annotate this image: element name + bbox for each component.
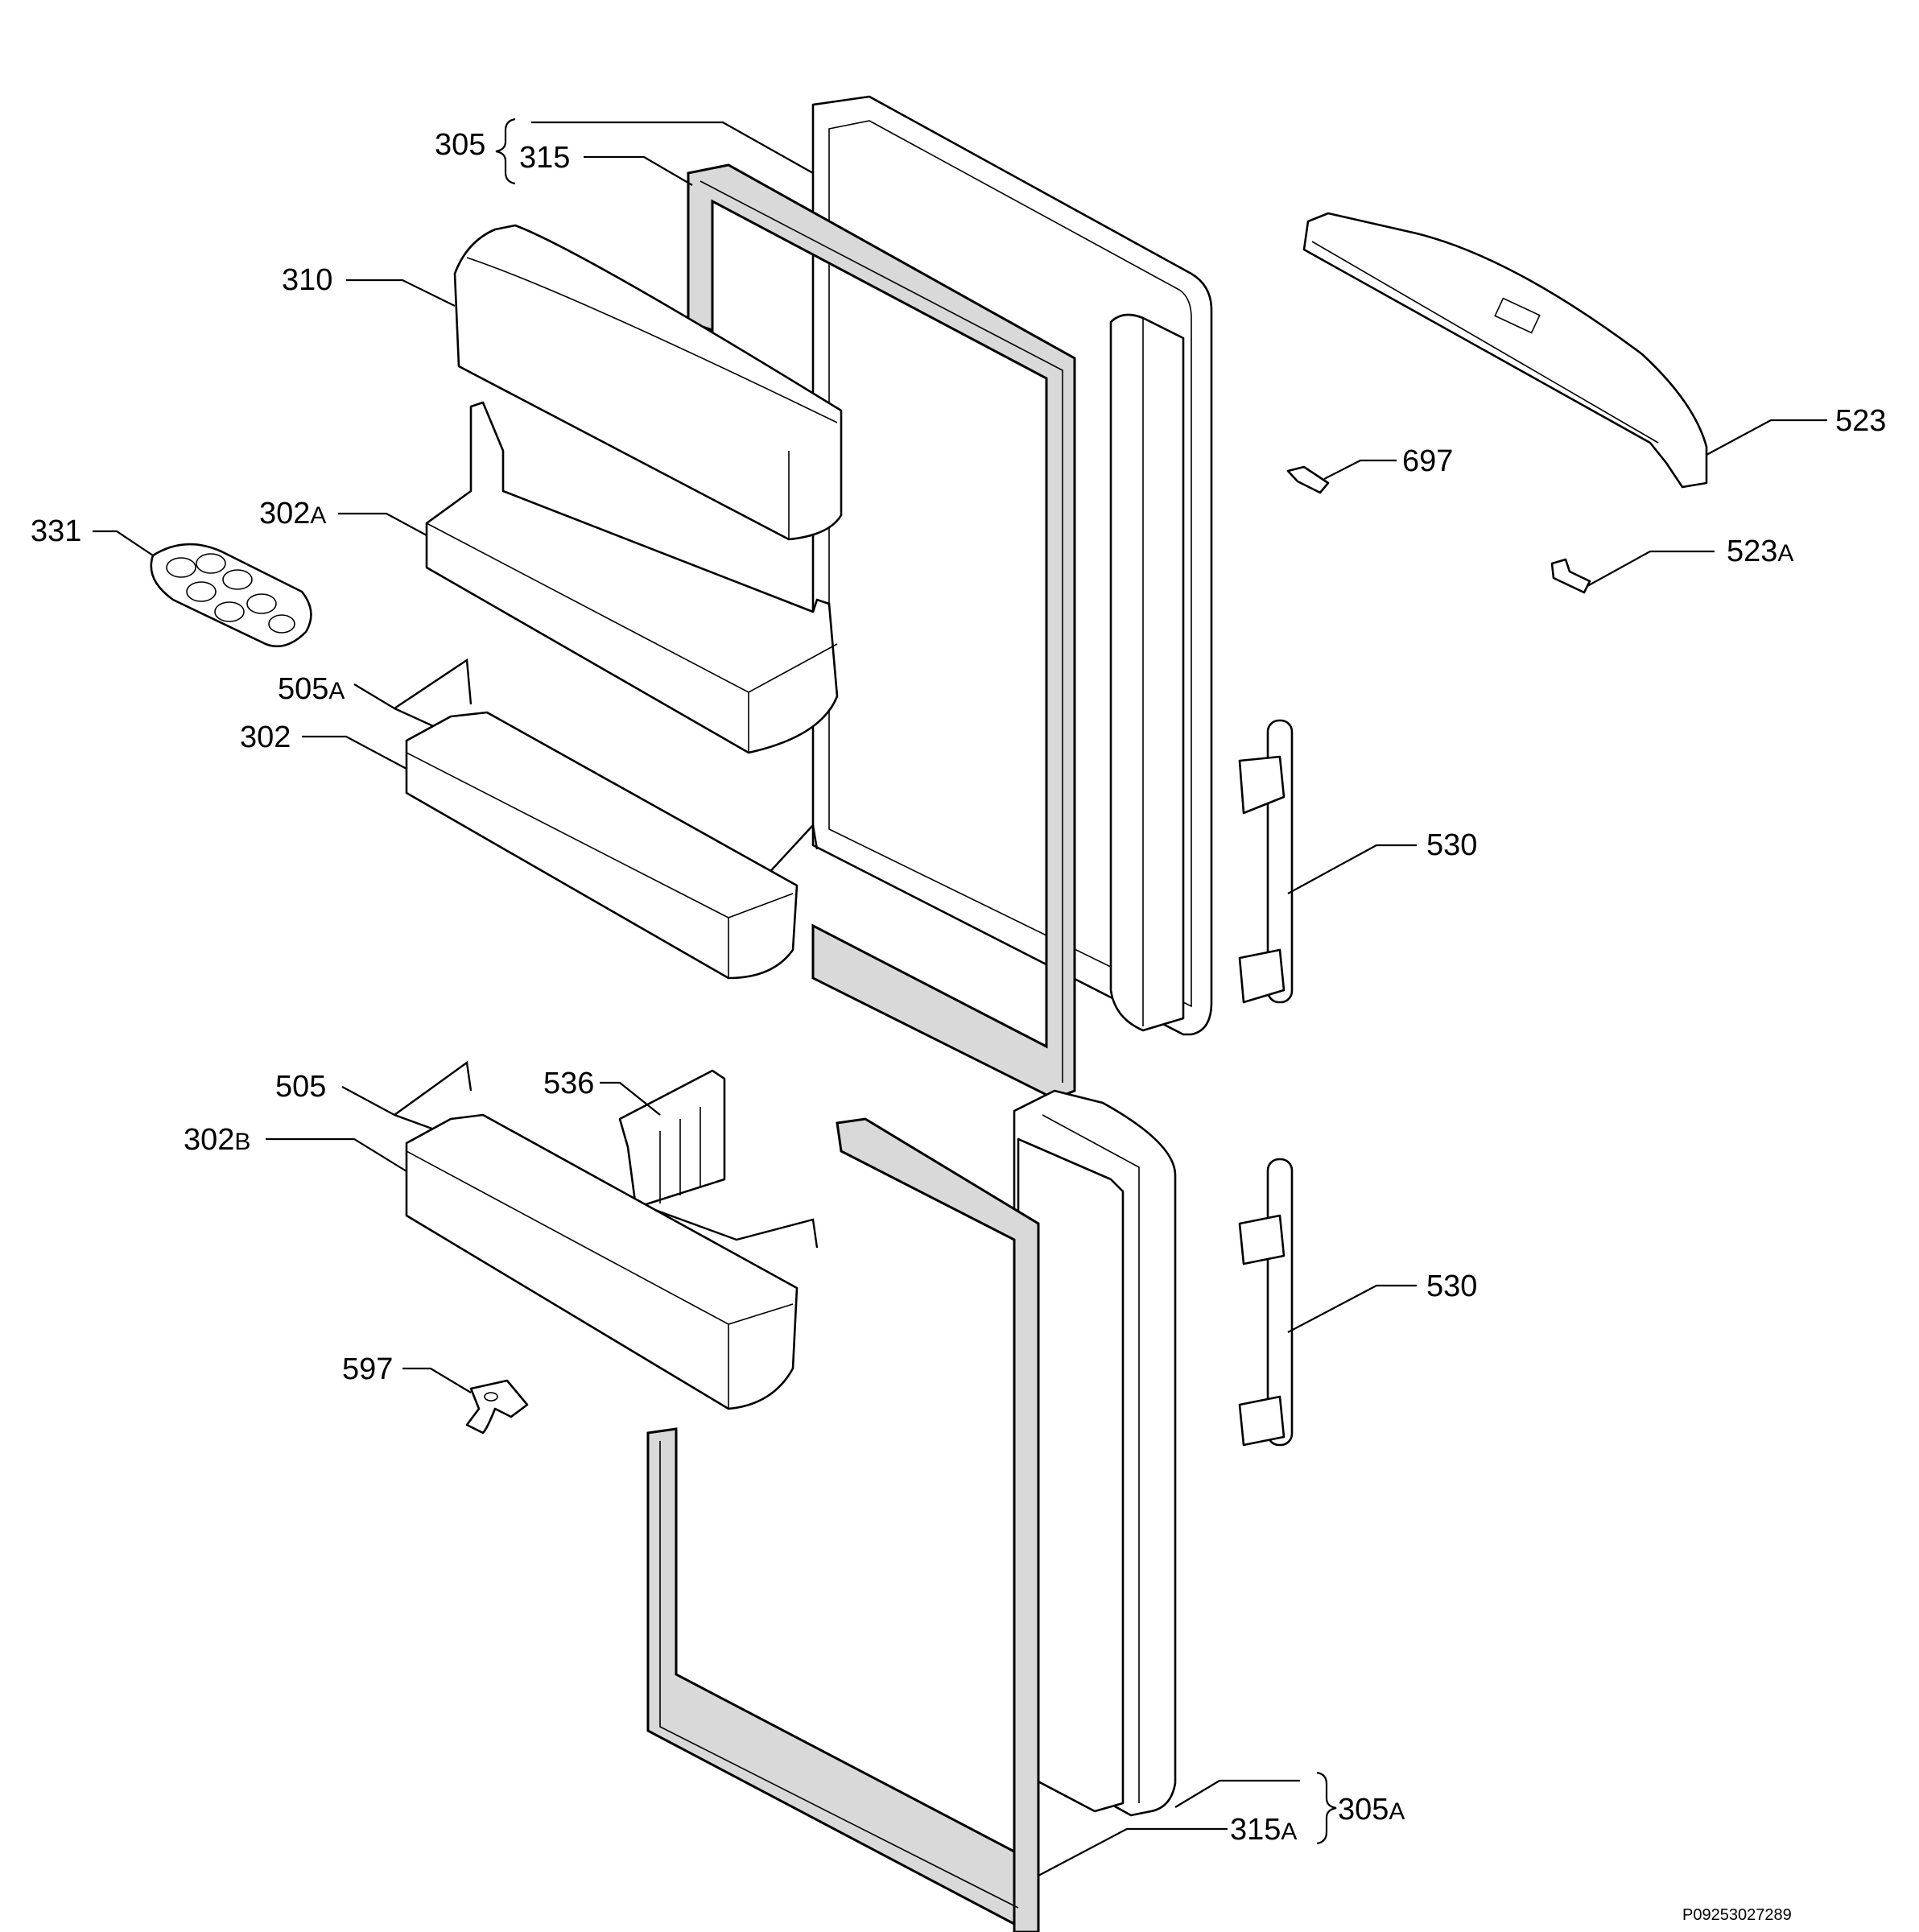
drawing-code: P09253027289: [1682, 1906, 1792, 1924]
brace-305A: [1316, 1771, 1337, 1845]
leader-lines: [93, 121, 1827, 1876]
callout-597: 597: [342, 1352, 393, 1386]
upper-door-panel: [811, 95, 1213, 1036]
callout-530-lower: 530: [1426, 1269, 1477, 1303]
callout-523: 523: [1835, 404, 1886, 438]
lower-door-gasket: [646, 1117, 1040, 1932]
callout-305A: 305A: [1338, 1793, 1405, 1827]
dairy-compartment-310: [453, 224, 843, 541]
clip-523A: [1550, 558, 1591, 594]
bottle-divider-536: [618, 1069, 726, 1209]
brace-305: [495, 118, 516, 185]
upper-door-gasket: [687, 163, 1076, 1100]
door-shelf-302A: [425, 401, 839, 754]
hinge-clip-597: [465, 1379, 529, 1435]
lower-door-panel: [1013, 1089, 1177, 1817]
door-shelf-302B: [405, 1113, 799, 1410]
hinge-cover-523: [1302, 212, 1708, 489]
callout-530-upper: 530: [1426, 828, 1477, 862]
callout-302A: 302A: [259, 497, 326, 530]
door-handle-530-upper: [1238, 719, 1294, 1004]
egg-tray-331: [150, 543, 312, 648]
callout-315A: 315A: [1230, 1813, 1297, 1847]
callout-331: 331: [31, 514, 81, 548]
callout-505: 505: [275, 1070, 326, 1104]
callout-302B: 302B: [184, 1123, 250, 1157]
clip-697: [1286, 465, 1330, 494]
callout-315: 315: [519, 141, 570, 175]
callout-536: 536: [543, 1067, 594, 1100]
door-shelf-302: [405, 711, 799, 980]
callout-523A: 523A: [1727, 535, 1793, 568]
callout-505A: 505A: [278, 672, 345, 706]
callout-697: 697: [1402, 444, 1453, 478]
callout-302: 302: [240, 720, 291, 754]
callout-310: 310: [282, 263, 332, 297]
callout-305: 305: [435, 128, 485, 162]
door-handle-530-lower: [1238, 1158, 1294, 1447]
